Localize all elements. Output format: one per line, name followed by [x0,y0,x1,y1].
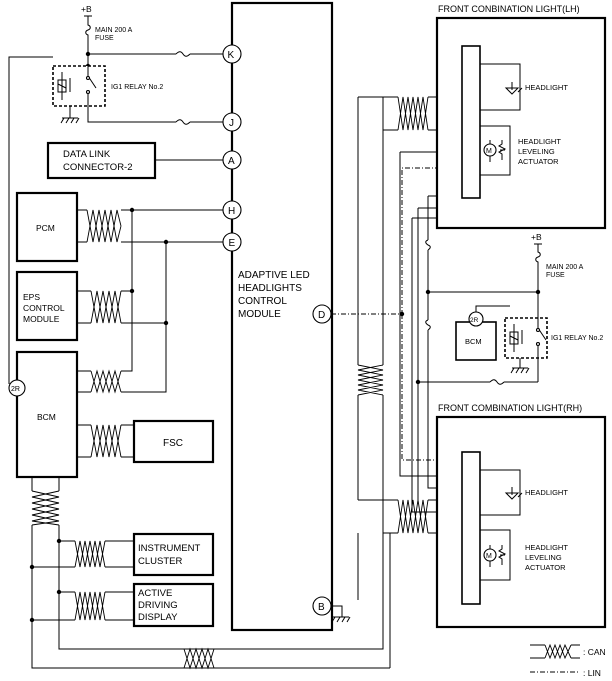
fuse-label-left-2: FUSE [95,35,114,42]
instrument-cluster: INSTRUMENT CLUSTER [132,532,215,577]
legend-can: : CAN [583,647,606,657]
ic-label-1: INSTRUMENT [138,543,200,554]
fsc-module: FSC [132,419,215,464]
alh-label-4: MODULE [238,309,281,320]
fsc-label: FSC [163,438,183,449]
fuse-right-relay [489,379,505,385]
lev-label-lh-2: LEVELING [518,147,555,156]
data-link-connector-2: DATA LINK CONNECTOR-2 [46,141,223,180]
connector-2r-left: 2R [11,386,20,393]
can-bus-right [302,96,437,668]
bcm-label-left: BCM [37,412,56,422]
lh-title: FRONT CONBINATION LIGHT(LH) [438,4,580,14]
motor-label-lh: M [486,148,492,155]
eps-control-module: EPS CONTROL MODULE [15,270,79,342]
lev-label-lh-1: HEADLIGHT [518,137,561,146]
bcm-label-right: BCM [465,337,482,346]
lev-label-rh-2: LEVELING [525,553,562,562]
fuse-label-right-1: MAIN 200 A [546,264,584,271]
lev-label-rh-3: ACTUATOR [525,563,566,572]
legend: : CAN : LIN [530,643,606,678]
lev-label-rh-1: HEADLIGHT [525,543,568,552]
adaptive-led-headlights-module: ADAPTIVE LED HEADLIGHTS CONTROL MODULE K… [222,1,351,632]
lev-label-lh-3: ACTUATOR [518,157,559,166]
ig1-relay-left: IG1 RELAY No.2 [52,65,163,124]
terminal-j: J [229,118,234,129]
plus-b-label-right: +B [531,232,542,242]
active-driving-display: ACTIVE DRIVING DISPLAY [132,582,215,628]
fuse-k [175,51,191,57]
terminal-e: E [229,238,236,249]
main-fuse-right [535,250,541,266]
bcm-module-right: BCM 2R [455,305,510,361]
bcm-module-left: BCM 2R [8,350,79,479]
alh-label-3: CONTROL [238,296,287,307]
ic-label-2: CLUSTER [138,556,182,567]
front-combination-light-rh: FRONT COMBINATION LIGHT(RH) HEADLIGHT M … [435,403,607,629]
motor-label-rh: M [486,553,492,560]
power-supply-right: +B MAIN 200 A FUSE [428,232,584,318]
eps-label-1: EPS [23,292,40,302]
eps-label-2: CONTROL [23,303,65,313]
terminal-k: K [228,50,235,61]
ig1-relay-right: IG1 RELAY No.2 [418,317,603,385]
dlc-label-2: CONNECTOR-2 [63,162,133,173]
terminal-b: B [318,602,325,613]
terminal-a: A [228,156,235,167]
connector-2r-right: 2R [470,317,479,324]
terminal-h: H [228,206,235,217]
ig1-relay-label-right: IG1 RELAY No.2 [551,335,603,342]
plus-b-label-left: +B [81,4,92,14]
add-label-3: DISPLAY [138,612,178,623]
legend-lin: : LIN [583,668,601,678]
alh-label-1: ADAPTIVE LED [238,270,310,281]
can-bus-left [29,207,390,670]
pcm-label: PCM [36,223,55,233]
pcm-module: PCM [15,191,79,263]
add-label-1: ACTIVE [138,588,172,599]
fuse-label-right-2: FUSE [546,272,565,279]
fuse-label-left-1: MAIN 200 A [95,27,133,34]
rh-title: FRONT COMBINATION LIGHT(RH) [438,403,582,413]
terminal-d: D [318,310,325,321]
alh-label-2: HEADLIGHTS [238,283,302,294]
power-supply-left: +B MAIN 200 A FUSE [81,4,223,125]
eps-label-3: MODULE [23,314,60,324]
ig1-relay-label-left: IG1 RELAY No.2 [111,84,163,91]
front-combination-light-lh: FRONT CONBINATION LIGHT(LH) HEADLIGHT M … [435,4,607,230]
fuse-j [175,119,191,125]
add-label-2: DRIVING [138,600,178,611]
dlc-label-1: DATA LINK [63,149,111,160]
headlight-label-rh: HEADLIGHT [525,488,568,497]
headlight-label-lh: HEADLIGHT [525,83,568,92]
main-fuse-left [85,23,91,39]
